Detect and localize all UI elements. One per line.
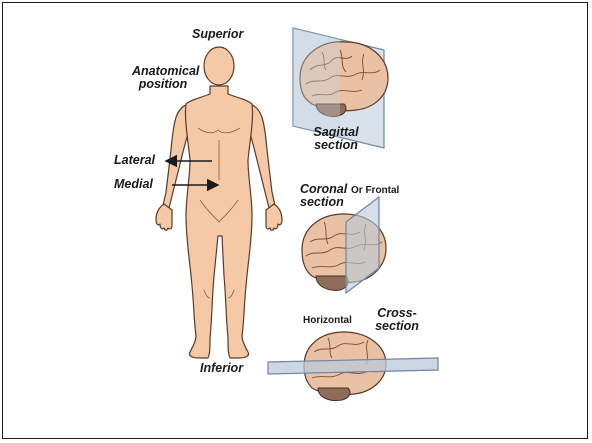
coronal-brain-diagram [302, 197, 386, 293]
head [204, 47, 234, 85]
human-body-figure [156, 47, 282, 358]
horizontal-label: Horizontal [303, 316, 352, 327]
cross-section-label: Cross- section [368, 307, 426, 333]
horizontal-brain-diagram [268, 332, 438, 401]
horizontal-plane [268, 358, 438, 374]
coronal-section-label: Coronal section [300, 183, 347, 209]
coronal-plane [346, 197, 379, 293]
cross-line2: section [368, 320, 426, 333]
coronal-line2: section [300, 196, 347, 209]
left-hand [156, 204, 172, 230]
inferior-label: Inferior [200, 362, 243, 375]
superior-label: Superior [192, 28, 243, 41]
sagittal-line2: section [306, 139, 366, 152]
lateral-label: Lateral [114, 154, 155, 167]
medial-label: Medial [114, 178, 153, 191]
sagittal-section-label: Sagittal section [306, 126, 366, 152]
or-frontal-label: Or Frontal [351, 186, 399, 197]
anatomical-position-line2: position [132, 78, 194, 91]
anatomical-position-label: Anatomical position [132, 65, 194, 91]
right-hand [266, 204, 282, 230]
